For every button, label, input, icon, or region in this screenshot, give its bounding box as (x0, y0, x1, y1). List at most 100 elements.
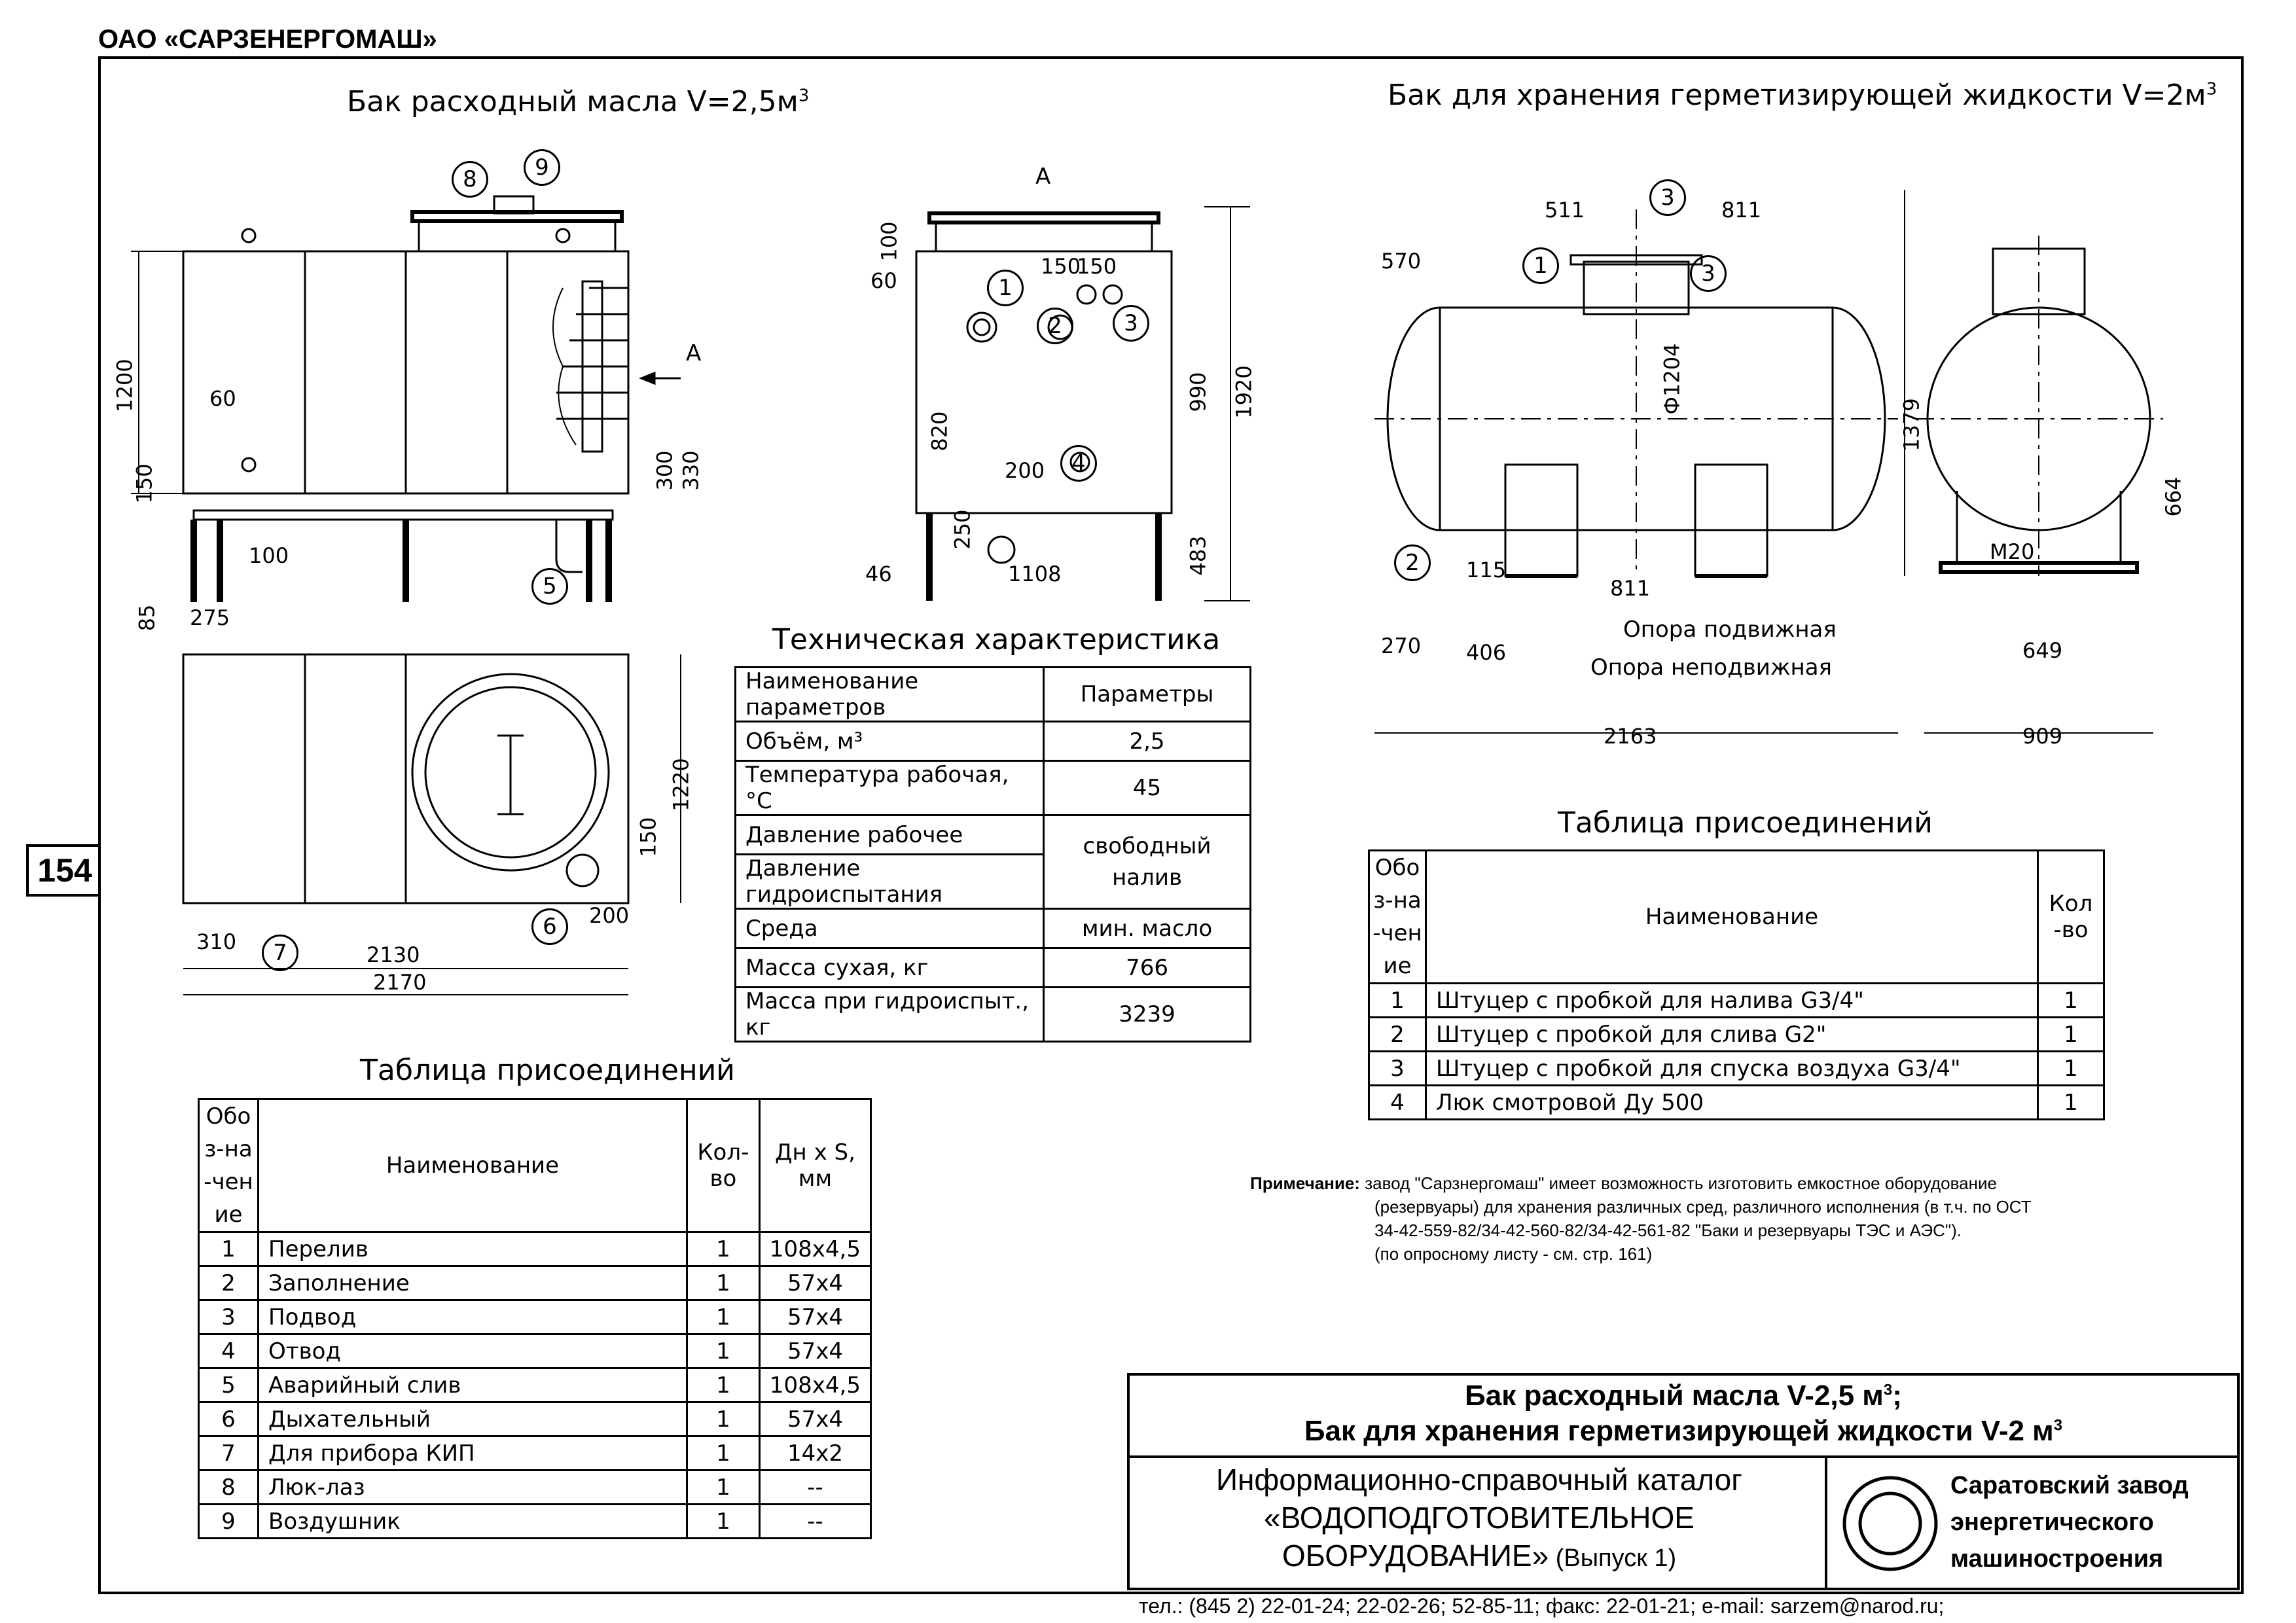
dim-150b: 150 (1077, 254, 1117, 279)
titleblock-line-1-text: Бак расходный масла V-2,5 м (1465, 1380, 1884, 1412)
tech-cell: 3239 (1043, 986, 1251, 1043)
dim-200: 200 (1005, 458, 1045, 483)
dim-909: 909 (2022, 724, 2063, 749)
support-movable-label: Опора подвижная (1623, 616, 1837, 643)
cell: Штуцер с пробкой для налива G3/4" (1425, 982, 2039, 1018)
cell: 3 (198, 1299, 259, 1335)
conn1-head-code: Обоз-на-чение (198, 1098, 259, 1233)
cell: Дыхательный (257, 1401, 688, 1437)
dim-150c: 150 (636, 817, 661, 857)
dim-1379: 1379 (1899, 398, 1924, 452)
cell: 57х4 (758, 1265, 872, 1301)
tank2-side-view (1374, 190, 1905, 734)
tech-caption: Техническая характеристика (772, 623, 1221, 656)
dim-115: 115 (1466, 558, 1507, 582)
note-line-2: (резервуары) для хранения различных сред… (1374, 1197, 2032, 1217)
dim-275: 275 (190, 605, 230, 630)
dim-310: 310 (196, 929, 237, 954)
tech-cell: Давление рабочее (734, 814, 1045, 855)
dim-250: 250 (950, 509, 975, 550)
tank2-callout-2: 2 (1394, 544, 1431, 581)
cell: 9 (198, 1503, 259, 1539)
callout-9: 9 (524, 149, 560, 186)
cell: 1 (685, 1299, 761, 1335)
cell: Подвод (257, 1299, 688, 1335)
cell: Перелив (257, 1231, 688, 1267)
dim-511: 511 (1545, 198, 1585, 223)
cell: 1 (685, 1333, 761, 1369)
callout-1: 1 (987, 270, 1024, 306)
tech-cell: свободный налив (1043, 814, 1251, 910)
dim-150: 150 (132, 463, 157, 504)
tech-head-param: Наименование параметров (734, 666, 1045, 722)
dim-2170: 2170 (373, 970, 427, 995)
dim-2130: 2130 (367, 942, 420, 967)
conn2-head-code: Обоз-на-чение (1368, 849, 1427, 984)
view-a-label: А (1035, 164, 1051, 190)
cell: 4 (1368, 1084, 1427, 1120)
titleblock-line-1-end: ; (1892, 1380, 1902, 1412)
cell: -- (758, 1469, 872, 1505)
tank2-callout-3b: 3 (1690, 255, 1727, 292)
cell: 1 (685, 1367, 761, 1403)
cell: Штуцер с пробкой для спуска воздуха G3/4… (1425, 1050, 2039, 1086)
conn1-head-name: Наименование (257, 1098, 688, 1233)
title-block-lines (1127, 1373, 2240, 1590)
dim-2163: 2163 (1604, 724, 1657, 749)
dim-300: 300 (652, 450, 677, 491)
cell: Для прибора КИП (257, 1435, 688, 1471)
note-text-1: завод "Сарзнергомаш" имеет возможность и… (1365, 1173, 1997, 1193)
dim-1220: 1220 (668, 758, 694, 812)
company-name: ОАО «САРЗЕНЕРГОМАШ» (98, 25, 437, 54)
cell: 1 (2037, 1050, 2105, 1086)
contact-footer: тел.: (845 2) 22-01-24; 22-02-26; 52-85-… (1139, 1594, 1945, 1618)
conn1-caption: Таблица присоединений (360, 1054, 735, 1087)
cell: 5 (198, 1367, 259, 1403)
cell: 1 (685, 1231, 761, 1267)
note-line-3: 34-42-559-82/34-42-560-82/34-42-561-82 "… (1374, 1221, 1962, 1240)
cell: 14х2 (758, 1435, 872, 1471)
tech-cell: 766 (1043, 947, 1251, 988)
cell: Люк-лаз (257, 1469, 688, 1505)
tech-cell: 45 (1043, 760, 1251, 816)
catalog-block: Информационно-справочный каталог «ВОДОПО… (1139, 1461, 1820, 1577)
note-label: Примечание: (1250, 1173, 1360, 1193)
cell: 4 (198, 1333, 259, 1369)
cell: 3 (1368, 1050, 1427, 1086)
cell: 57х4 (758, 1333, 872, 1369)
titleblock-line-2-sup: 3 (2053, 1416, 2063, 1435)
dim-811a: 811 (1721, 198, 1762, 223)
cell: 1 (2037, 982, 2105, 1018)
cell: Люк смотровой Ду 500 (1425, 1084, 2039, 1120)
dim-100b: 100 (876, 221, 902, 262)
tank2-callout-3a: 3 (1649, 179, 1686, 216)
tank1-title-text: Бак расходный масла V=2,5м (347, 85, 798, 118)
titleblock-line-2: Бак для хранения герметизирующей жидкост… (1128, 1415, 2238, 1448)
tank2-callout-1: 1 (1522, 247, 1559, 284)
note-line-1: Примечание: завод "Сарзнергомаш" имеет в… (1250, 1171, 2219, 1195)
tech-row: Температура рабочая, °С 45 (734, 760, 1251, 816)
dim-990: 990 (1185, 372, 1211, 412)
cell: 2 (198, 1265, 259, 1301)
support-fixed-label: Опора неподвижная (1590, 654, 1832, 681)
plant-logo (1842, 1476, 1938, 1571)
cell: 1 (685, 1435, 761, 1471)
tech-cell: Масса сухая, кг (734, 947, 1045, 988)
cell: 1 (685, 1469, 761, 1505)
conn1-head-qty: Кол-во (685, 1098, 761, 1233)
dim-150a: 150 (1041, 254, 1081, 279)
tank2-title-text: Бак для хранения герметизирующей жидкост… (1388, 79, 2206, 112)
conn1-header-row: Обоз-на-чение Наименование Кол-во Дн х S… (198, 1098, 872, 1233)
dim-100: 100 (249, 543, 289, 568)
tech-row: Давление гидроиспытания (734, 853, 1251, 910)
